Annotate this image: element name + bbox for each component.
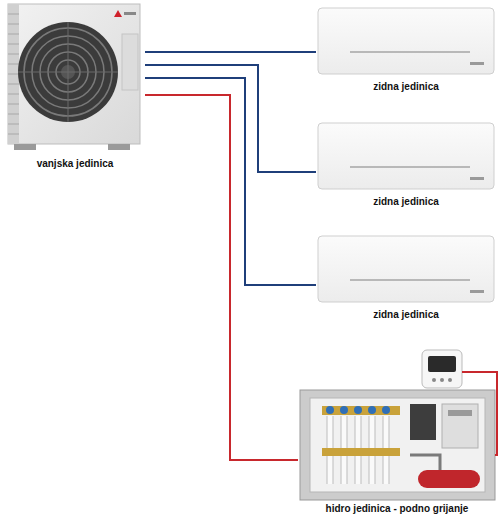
outdoor-unit: vanjska jedinica (5, 0, 145, 170)
refrigerant-line (145, 95, 298, 460)
outdoor-unit-illustration-part (122, 34, 138, 90)
wall-unit-illustration (318, 123, 494, 189)
thermostat-illustration-part (428, 356, 456, 372)
wall-unit-illustration-part (350, 279, 470, 281)
hydro-unit-illustration-part (326, 406, 334, 414)
unit-label: vanjska jedinica (5, 157, 145, 170)
unit-label: zidna jedinica (316, 308, 496, 321)
outdoor-unit-illustration-part (8, 4, 19, 144)
thermostat-wire (462, 372, 497, 455)
hydro-unit-illustration-part (310, 398, 485, 492)
outdoor-unit-illustration-part (18, 22, 118, 122)
hydro-unit-illustration-part (368, 406, 376, 414)
wall-unit-illustration-part (318, 123, 494, 189)
hydro-unit-illustration (300, 390, 495, 500)
unit-label: zidna jedinica (316, 80, 496, 93)
wall-unit: zidna jedinica (316, 8, 496, 93)
refrigerant-line (145, 51, 316, 53)
outdoor-unit-illustration-part (8, 14, 19, 134)
hydro-unit-illustration-part (300, 390, 495, 500)
wall-unit-illustration-part (350, 166, 470, 168)
outdoor-unit-illustration-part (124, 12, 136, 15)
outdoor-unit-illustration-part (14, 144, 36, 150)
wall-unit-illustration-part (470, 62, 484, 65)
unit-label: zidna jedinica (316, 195, 496, 208)
hydro-unit: hidro jedinica - podno grijanje (298, 388, 496, 515)
wall-unit: zidna jedinica (316, 236, 496, 321)
hydro-unit-illustration-part (448, 410, 472, 416)
hydro-unit-illustration-part (354, 406, 362, 414)
wall-unit-illustration-part (318, 8, 494, 74)
thermostat-illustration-part (440, 378, 444, 382)
wall-unit-illustration-part (470, 177, 484, 180)
thermostat-illustration-part (448, 378, 452, 382)
hydro-unit-illustration-part (340, 406, 348, 414)
wall-unit-illustration-part (318, 236, 494, 302)
wall-unit-illustration-part (350, 51, 470, 53)
hydro-unit-illustration-part (382, 406, 390, 414)
thermostat-illustration-part (432, 378, 436, 382)
thermostat-illustration-part (422, 350, 462, 388)
outdoor-unit-illustration-part (8, 4, 140, 144)
outdoor-unit-illustration-part (18, 22, 118, 122)
outdoor-unit-illustration (8, 4, 140, 150)
unit-label: hidro jedinica - podno grijanje (298, 502, 496, 515)
wall-unit-illustration-part (470, 290, 484, 293)
wall-unit: zidna jedinica (316, 123, 496, 208)
hydro-unit-illustration-part (410, 404, 436, 440)
wall-unit-illustration (318, 236, 494, 302)
wall-unit-illustration (318, 8, 494, 74)
hydro-unit-illustration-part (418, 470, 480, 488)
hydro-unit-illustration-part (322, 448, 400, 456)
thermostat-illustration (422, 350, 462, 388)
outdoor-unit-illustration-part (114, 10, 122, 17)
hydro-unit-illustration-part (442, 404, 478, 448)
hydro-unit-illustration-part (410, 455, 440, 470)
outdoor-unit-illustration-part (108, 144, 130, 150)
hydro-unit-illustration-part (322, 406, 400, 415)
